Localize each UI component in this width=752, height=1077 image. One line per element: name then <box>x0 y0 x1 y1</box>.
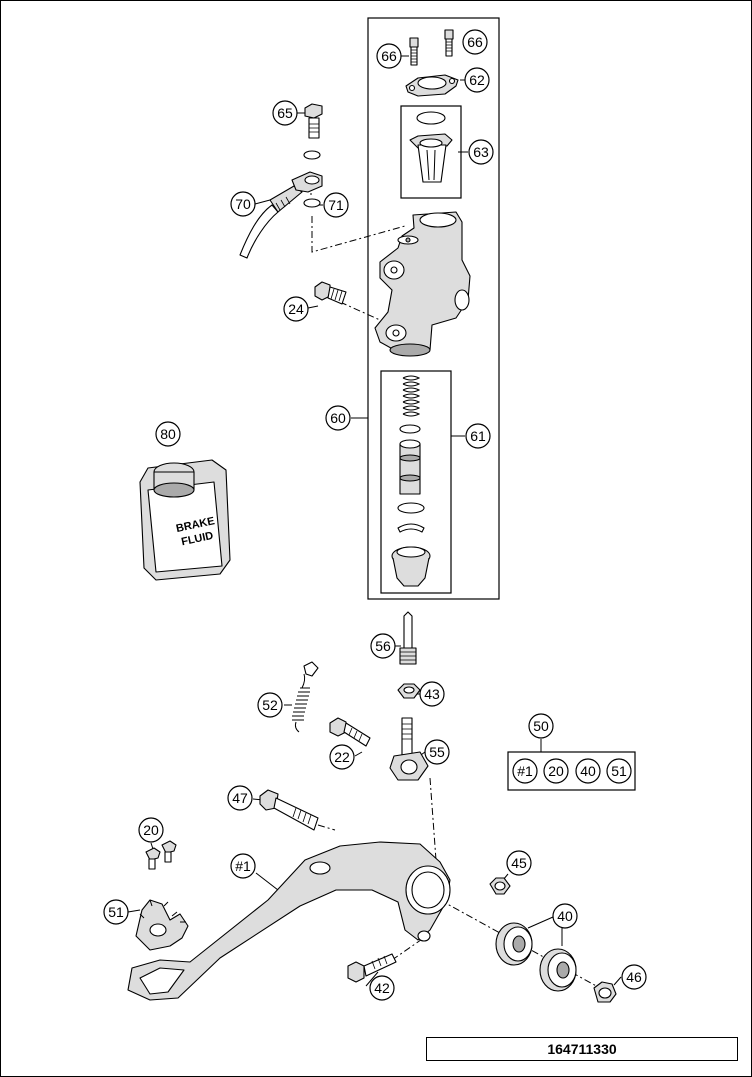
callout-40: 40 <box>552 903 578 929</box>
svg-text:66: 66 <box>467 34 483 50</box>
svg-text:60: 60 <box>330 410 346 426</box>
master-cylinder-body <box>374 211 471 357</box>
bolt-47 <box>259 789 319 831</box>
callout-70: 70 <box>230 191 256 217</box>
brake-pedal-1 <box>127 841 451 1001</box>
nut-43 <box>397 683 421 699</box>
callout-60: 60 <box>325 405 351 431</box>
reservoir-cap-62 <box>405 74 459 97</box>
svg-text:55: 55 <box>429 744 445 760</box>
callout-50-item-40: 40 <box>575 758 601 784</box>
callout-66-left: 66 <box>376 43 402 69</box>
bolt-24 <box>314 281 347 305</box>
callout-1: #1 <box>230 853 256 879</box>
banjo-bolt-65 <box>303 103 323 160</box>
callout-42: 42 <box>369 975 395 1001</box>
svg-text:52: 52 <box>262 697 278 713</box>
callout-50-item-51: 51 <box>606 758 632 784</box>
svg-text:70: 70 <box>235 196 251 212</box>
callout-61: 61 <box>465 423 491 449</box>
callout-51: 51 <box>103 899 129 925</box>
screw-66-left <box>409 37 419 66</box>
callout-63: 63 <box>468 139 494 165</box>
svg-text:65: 65 <box>277 105 293 121</box>
bearing-40-b <box>539 948 577 992</box>
svg-text:56: 56 <box>375 638 391 654</box>
callout-47: 47 <box>227 785 253 811</box>
callout-71: 71 <box>323 192 349 218</box>
callout-24: 24 <box>283 296 309 322</box>
callout-55: 55 <box>424 739 450 765</box>
svg-text:47: 47 <box>232 790 248 806</box>
drawing-number: 164711330 <box>547 1041 617 1057</box>
reservoir-63 <box>409 111 453 183</box>
svg-text:66: 66 <box>381 48 397 64</box>
svg-text:62: 62 <box>469 72 485 88</box>
callout-62: 62 <box>464 67 490 93</box>
callout-50-item-1: #1 <box>512 758 538 784</box>
bolt-42 <box>347 953 397 983</box>
svg-text:#1: #1 <box>517 763 533 779</box>
callout-43: 43 <box>419 681 445 707</box>
svg-text:43: 43 <box>424 686 440 702</box>
callout-45: 45 <box>506 850 532 876</box>
callout-52: 52 <box>257 692 283 718</box>
callout-56: 56 <box>370 633 396 659</box>
nut-46 <box>593 981 617 1003</box>
push-rod-56 <box>399 611 417 665</box>
callout-66-right: 66 <box>462 29 488 55</box>
svg-text:80: 80 <box>160 426 176 442</box>
washer-71 <box>303 198 321 208</box>
callout-50: 50 <box>528 713 554 739</box>
callout-22: 22 <box>329 744 355 770</box>
screws-20 <box>145 840 177 870</box>
piston-kit-61 <box>391 375 431 587</box>
svg-text:20: 20 <box>143 822 159 838</box>
svg-text:71: 71 <box>328 197 344 213</box>
callout-65: 65 <box>272 100 298 126</box>
svg-text:50: 50 <box>533 718 549 734</box>
drawing-number-box: 164711330 <box>426 1037 738 1061</box>
callout-80: 80 <box>155 421 181 447</box>
svg-text:42: 42 <box>374 980 390 996</box>
callout-50-item-20: 20 <box>543 758 569 784</box>
svg-text:22: 22 <box>334 749 350 765</box>
brake-fluid-bottle-80: BRAKE FLUID <box>139 459 231 581</box>
brake-hose-70 <box>239 171 323 259</box>
svg-text:#1: #1 <box>235 858 251 874</box>
bolt-22 <box>329 717 371 747</box>
master-cylinder-group-box <box>367 17 500 600</box>
svg-text:51: 51 <box>611 763 627 779</box>
clevis-55 <box>389 717 429 781</box>
callout-46: 46 <box>621 964 647 990</box>
svg-text:24: 24 <box>288 301 304 317</box>
screw-66-right <box>444 29 454 57</box>
svg-text:20: 20 <box>548 763 564 779</box>
svg-text:63: 63 <box>473 144 489 160</box>
nut-45 <box>489 877 511 895</box>
svg-text:40: 40 <box>557 908 573 924</box>
svg-text:46: 46 <box>626 969 642 985</box>
kit-50-box <box>507 751 636 791</box>
bearing-40-a <box>495 922 533 966</box>
callout-20: 20 <box>138 817 164 843</box>
piston-kit-group-box <box>380 370 452 594</box>
svg-text:40: 40 <box>580 763 596 779</box>
svg-text:51: 51 <box>108 904 124 920</box>
spring-52 <box>292 661 319 733</box>
svg-text:45: 45 <box>511 855 527 871</box>
svg-text:61: 61 <box>470 428 486 444</box>
pedal-tip-51 <box>135 899 189 951</box>
